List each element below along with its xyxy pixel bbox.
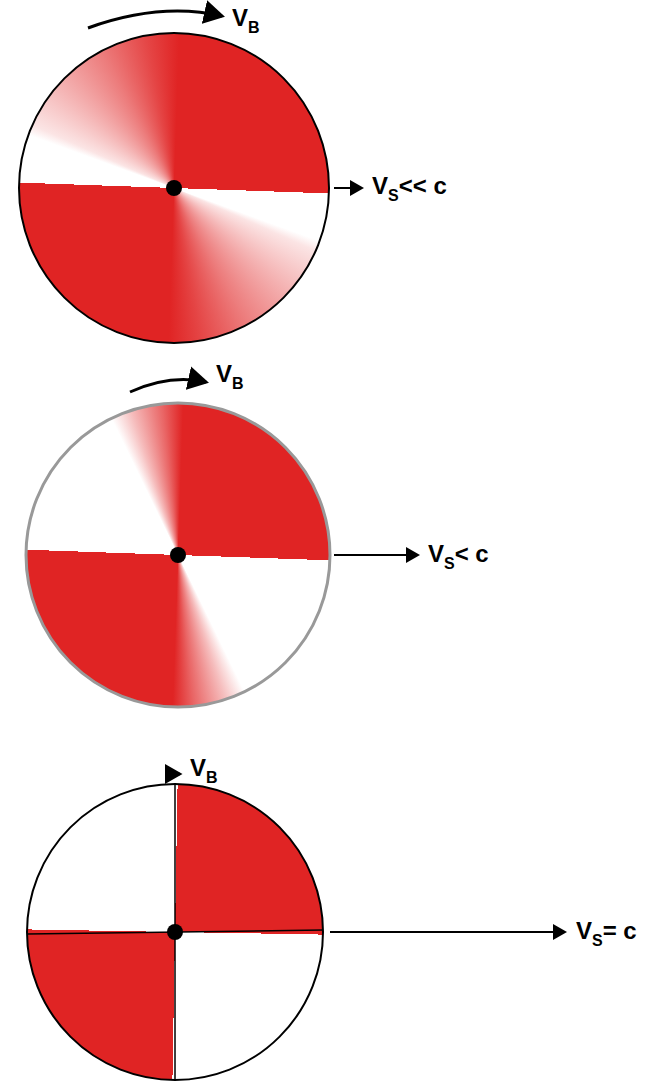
rotation-speed-label: VB	[190, 754, 218, 785]
disk-outline	[19, 33, 329, 343]
translation-speed-label: VS< c	[428, 540, 489, 571]
velocity-arrow	[334, 187, 362, 189]
rotation-speed-label: VB	[216, 360, 244, 391]
velocity-arrow	[330, 931, 565, 933]
axle-dot	[170, 547, 186, 563]
rotation-arrow	[130, 380, 206, 392]
rotation-arrow	[88, 11, 222, 28]
disk-outline	[26, 403, 330, 707]
axle-dot	[167, 924, 183, 940]
translation-speed-label: VS<< c	[372, 172, 447, 203]
disk-outline	[27, 784, 323, 1080]
rotation-speed-label: VB	[232, 4, 260, 35]
velocity-arrow	[334, 554, 418, 556]
axle-dot	[166, 180, 182, 196]
translation-speed-label: VS= c	[576, 917, 637, 948]
rotation-arrow	[166, 773, 180, 776]
